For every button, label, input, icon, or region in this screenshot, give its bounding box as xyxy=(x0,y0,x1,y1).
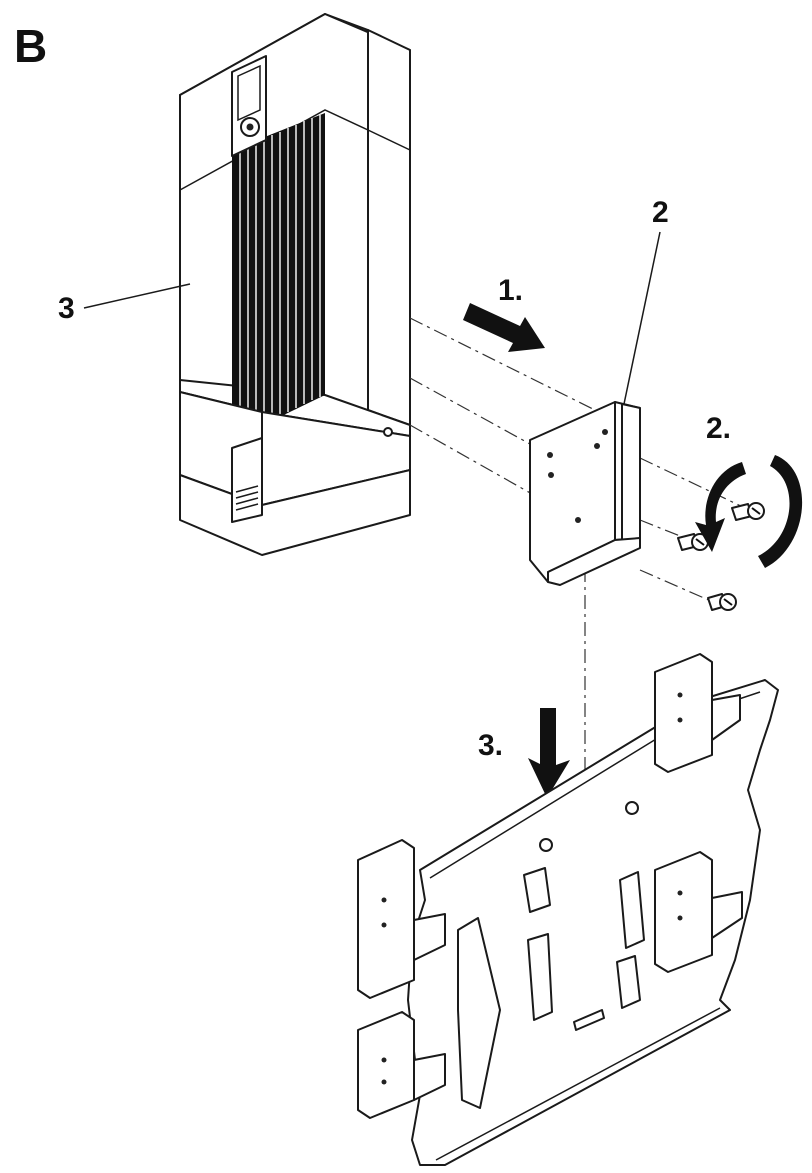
rotate-arrow-icon xyxy=(695,455,803,568)
step-2-label: 2. xyxy=(706,412,731,445)
screw-bottom xyxy=(707,593,737,611)
callout-device: 3 xyxy=(58,292,75,325)
cooling-fins xyxy=(232,113,325,440)
screw-top xyxy=(731,502,765,521)
mounting-pad-top-right xyxy=(654,653,741,773)
wall-plate xyxy=(357,653,779,1166)
keyhole-slots xyxy=(523,801,645,1031)
callout-bracket-leader xyxy=(623,231,661,405)
mounting-pad-top-left xyxy=(357,839,446,999)
bottom-connector xyxy=(231,437,263,523)
screw-middle xyxy=(677,533,709,551)
panel-label: B xyxy=(14,20,47,72)
mounting-pad-mid-right xyxy=(654,851,743,973)
arrow-down-icon xyxy=(528,708,570,798)
mounting-bracket xyxy=(529,401,641,586)
arrow-right-down-icon xyxy=(463,303,545,352)
step-3-label: 3. xyxy=(478,729,503,762)
device-unit xyxy=(179,13,411,556)
callout-bracket: 2 xyxy=(652,196,669,229)
callout-device-leader xyxy=(83,283,191,309)
mounting-pad-bottom-left xyxy=(357,1011,446,1119)
step-1-label: 1. xyxy=(498,274,523,307)
